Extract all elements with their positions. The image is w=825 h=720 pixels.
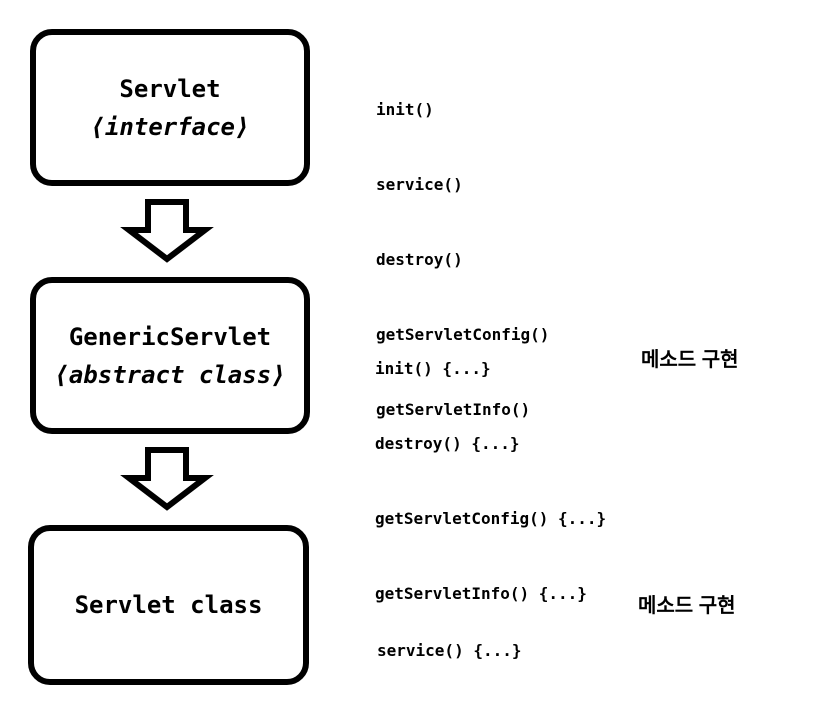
down-arrow-icon	[120, 447, 214, 511]
node-subtitle: ⟨abstract class⟩	[54, 360, 286, 389]
method-line: destroy()	[376, 250, 463, 269]
method-line: init()	[376, 100, 434, 119]
method-list-servlet-class: service() {...}	[377, 588, 522, 713]
down-arrow-icon	[120, 199, 214, 263]
method-implementation-note: 메소드 구현	[641, 349, 739, 371]
node-title: Servlet	[119, 74, 221, 103]
method-implementation-note: 메소드 구현	[638, 595, 736, 617]
method-list-generic-servlet: init() {...} destroy() {...} getServletC…	[375, 306, 606, 656]
method-line: destroy() {...}	[375, 434, 520, 453]
node-subtitle: ⟨interface⟩	[90, 112, 250, 141]
method-line: getServletConfig() {...}	[375, 509, 607, 528]
method-line: init() {...}	[375, 359, 491, 378]
method-line: service() {...}	[377, 641, 522, 660]
node-generic-servlet: GenericServlet ⟨abstract class⟩	[30, 277, 310, 434]
method-list-servlet-interface: init() service() destroy() getServletCon…	[376, 47, 549, 472]
node-servlet-interface: Servlet ⟨interface⟩	[30, 29, 310, 186]
method-line: getServletConfig()	[376, 325, 550, 344]
method-line: getServletInfo() {...}	[375, 584, 587, 603]
method-line: getServletInfo()	[376, 400, 531, 419]
node-title: Servlet class	[74, 591, 263, 619]
node-servlet-class: Servlet class	[28, 525, 309, 685]
node-title: GenericServlet	[68, 322, 272, 351]
method-line: service()	[376, 175, 463, 194]
